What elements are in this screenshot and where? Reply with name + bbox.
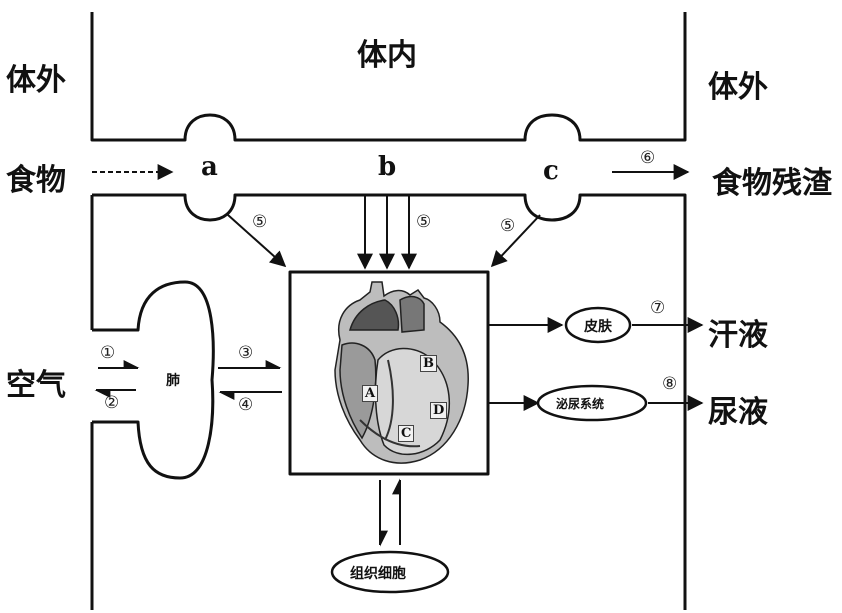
label-outside-left: 体外 bbox=[6, 63, 66, 98]
step-7: ⑦ bbox=[650, 298, 666, 318]
heart-chamber-a: A bbox=[362, 385, 379, 402]
step-5-right: ⑤ bbox=[500, 216, 516, 236]
step-8: ⑧ bbox=[662, 374, 678, 394]
heart-chamber-d: D bbox=[430, 402, 448, 419]
label-skin: 皮肤 bbox=[584, 319, 612, 335]
step-2: ② bbox=[104, 393, 120, 413]
airway-lung bbox=[92, 280, 215, 480]
label-food: 食物 bbox=[6, 163, 66, 198]
label-food-residue: 食物残渣 bbox=[712, 166, 832, 201]
heart-chamber-b: B bbox=[420, 355, 437, 372]
label-urinary-system: 泌尿系统 bbox=[556, 397, 605, 411]
step-4: ④ bbox=[238, 395, 254, 415]
step-1: ① bbox=[100, 343, 116, 363]
step-6: ⑥ bbox=[640, 148, 656, 168]
point-a: a bbox=[201, 152, 218, 182]
step-5-mid: ⑤ bbox=[416, 212, 432, 232]
heart-chamber-c: C bbox=[398, 425, 415, 442]
label-outside-right: 体外 bbox=[708, 70, 768, 105]
urinary-oval bbox=[536, 384, 648, 422]
tissue-oval bbox=[330, 550, 450, 594]
label-air: 空气 bbox=[6, 368, 66, 403]
label-sweat: 汗液 bbox=[708, 318, 768, 353]
heart-box bbox=[288, 270, 490, 476]
label-lung: 肺 bbox=[166, 373, 180, 389]
label-inside: 体内 bbox=[357, 38, 417, 73]
digestive-tube-bottom bbox=[92, 193, 687, 610]
point-b: b bbox=[378, 152, 397, 182]
step-3: ③ bbox=[238, 343, 254, 363]
body-outline-top bbox=[90, 12, 687, 142]
label-urine: 尿液 bbox=[708, 395, 768, 430]
skin-oval bbox=[564, 306, 632, 344]
point-c: c bbox=[543, 156, 559, 186]
step-5-left: ⑤ bbox=[252, 212, 268, 232]
label-tissue-cells: 组织细胞 bbox=[350, 566, 406, 582]
